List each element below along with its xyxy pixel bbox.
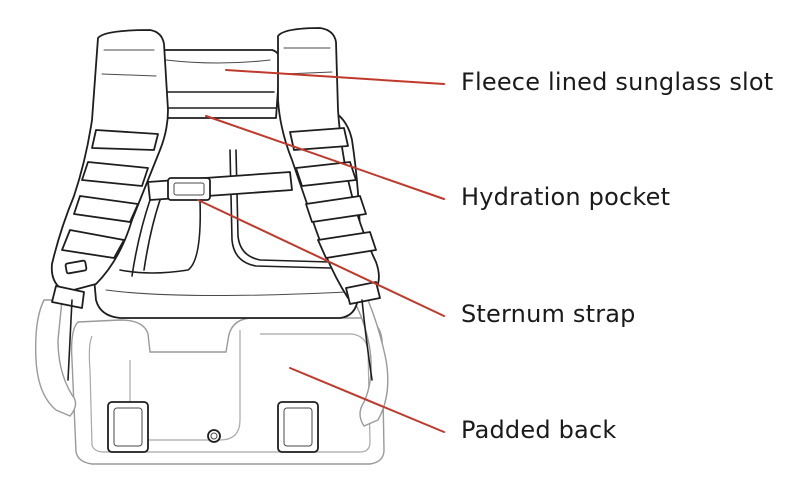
callout-label-hydration-pocket: Hydration pocket bbox=[461, 183, 671, 211]
left-shoulder-strap bbox=[50, 29, 169, 381]
leader-line-padded-back bbox=[289, 367, 445, 433]
right-shoulder-strap bbox=[277, 27, 381, 381]
callout-label-padded-back: Padded back bbox=[461, 416, 617, 444]
side-straps bbox=[34, 299, 389, 427]
callout-label-sternum-strap: Sternum strap bbox=[461, 300, 636, 328]
top-yoke bbox=[154, 49, 281, 119]
leader-lines bbox=[197, 69, 445, 433]
leader-line-sternum-strap bbox=[197, 199, 445, 317]
callout-label-sunglass-slot: Fleece lined sunglass slot bbox=[461, 68, 774, 96]
sternum-strap-drawing bbox=[131, 171, 293, 277]
leader-line-hydration-pocket bbox=[205, 115, 445, 200]
leader-line-sunglass-slot bbox=[225, 69, 445, 85]
padded-back-panel bbox=[70, 317, 385, 465]
